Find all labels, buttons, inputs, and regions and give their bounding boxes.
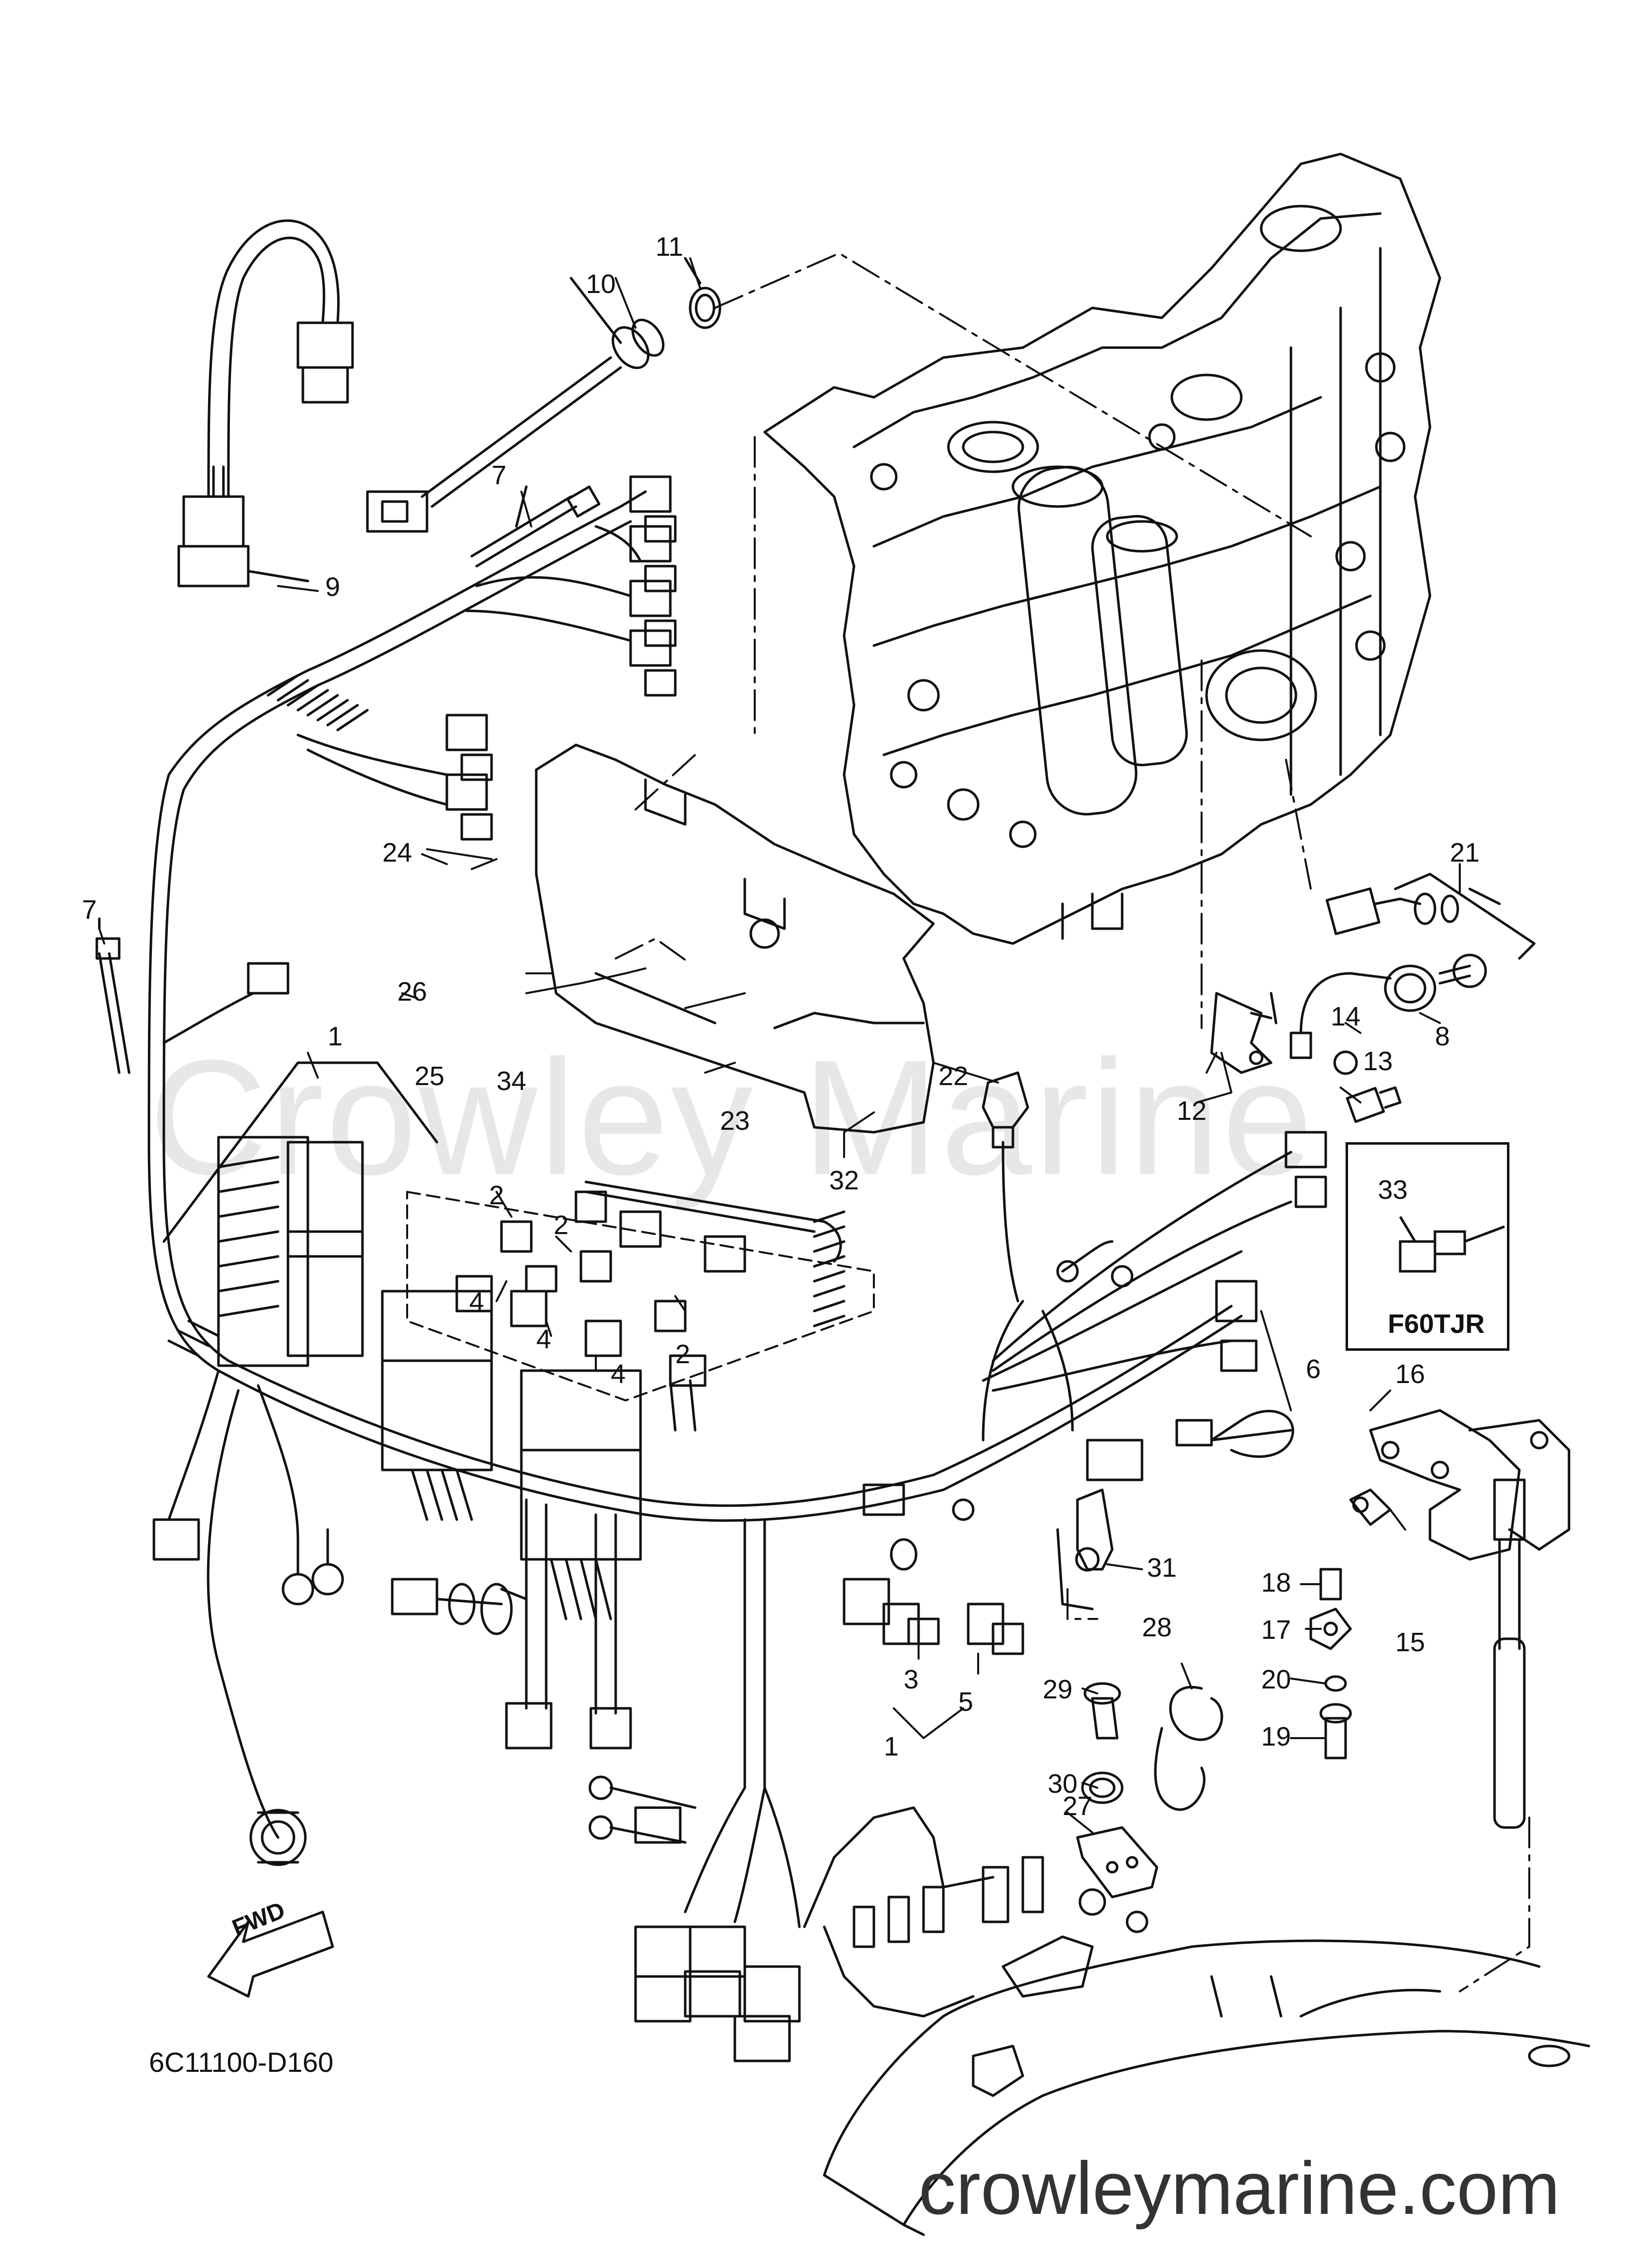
- callout-4-b: 4: [536, 1324, 552, 1354]
- callout-9: 9: [325, 572, 341, 602]
- diagram-code: 6C11100-D160: [149, 2047, 334, 2078]
- fwd-arrow: [207, 1910, 334, 1998]
- leader-lines: [98, 257, 1461, 1833]
- callout-1-top: 1: [328, 1022, 343, 1051]
- corrugated-tube: [167, 674, 846, 1357]
- callout-17: 17: [1261, 1615, 1291, 1645]
- callout-23: 23: [720, 1106, 750, 1136]
- variant-model-label: F60TJR: [1388, 1309, 1485, 1339]
- engine-block: [763, 152, 1441, 945]
- callout-20: 20: [1261, 1665, 1291, 1694]
- callout-7-left: 7: [82, 895, 97, 925]
- callout-22: 22: [938, 1061, 969, 1091]
- callout-15: 15: [1395, 1627, 1426, 1657]
- callout-5: 5: [958, 1687, 974, 1717]
- callout-12: 12: [1177, 1096, 1207, 1126]
- callout-19: 19: [1261, 1722, 1291, 1752]
- callout-2-a: 2: [489, 1180, 504, 1210]
- watermark: Crowley Marine: [149, 1025, 1315, 1209]
- callout-14: 14: [1331, 1002, 1361, 1031]
- callout-4-c: 4: [611, 1359, 626, 1389]
- harness-9: [177, 219, 354, 587]
- right-parts: [843, 873, 1571, 1899]
- main-wire-harness: [147, 490, 1292, 1928]
- callout-32: 32: [829, 1166, 859, 1195]
- callout-27: 27: [1063, 1791, 1093, 1821]
- cable-tie-7: [95, 485, 601, 1074]
- callout-10: 10: [586, 269, 616, 299]
- callout-1-bottom: 1: [884, 1732, 899, 1761]
- callout-28: 28: [1142, 1612, 1172, 1642]
- bottom-cowling: [803, 1806, 1590, 2236]
- callout-30: 30: [1048, 1769, 1078, 1799]
- callout-11: 11: [655, 232, 684, 262]
- callout-4-a: 4: [469, 1287, 485, 1317]
- sensor-10: [366, 257, 721, 533]
- callout-8: 8: [1435, 1022, 1450, 1051]
- callout-13: 13: [1363, 1046, 1393, 1076]
- callout-7-top: 7: [492, 460, 507, 490]
- top-connectors: [162, 475, 677, 1044]
- callout-24: 24: [382, 838, 413, 868]
- callout-26: 26: [397, 977, 428, 1007]
- callout-3: 3: [904, 1665, 919, 1694]
- callout-16: 16: [1395, 1359, 1426, 1389]
- callout-25: 25: [415, 1061, 445, 1091]
- lower-connectors: [152, 1354, 801, 2062]
- cover-bracket: [535, 743, 935, 1134]
- callout-6: 6: [1306, 1354, 1321, 1384]
- dashed-alignment-lines: [525, 252, 1530, 1992]
- callout-31: 31: [1147, 1553, 1177, 1583]
- callout-34: 34: [497, 1066, 527, 1096]
- callout-21: 21: [1450, 838, 1480, 868]
- callout-2-c: 2: [675, 1339, 691, 1369]
- callout-29: 29: [1043, 1675, 1073, 1704]
- callout-18: 18: [1261, 1568, 1291, 1598]
- ecu-assembly: [162, 1061, 875, 1620]
- callout-33: 33: [1378, 1175, 1408, 1205]
- variant-inset: 33 F60TJR: [1346, 1142, 1509, 1351]
- inset-connector: [1399, 1216, 1505, 1273]
- site-url: crowleymarine.com: [919, 2146, 1560, 2230]
- callout-2-b: 2: [554, 1210, 569, 1240]
